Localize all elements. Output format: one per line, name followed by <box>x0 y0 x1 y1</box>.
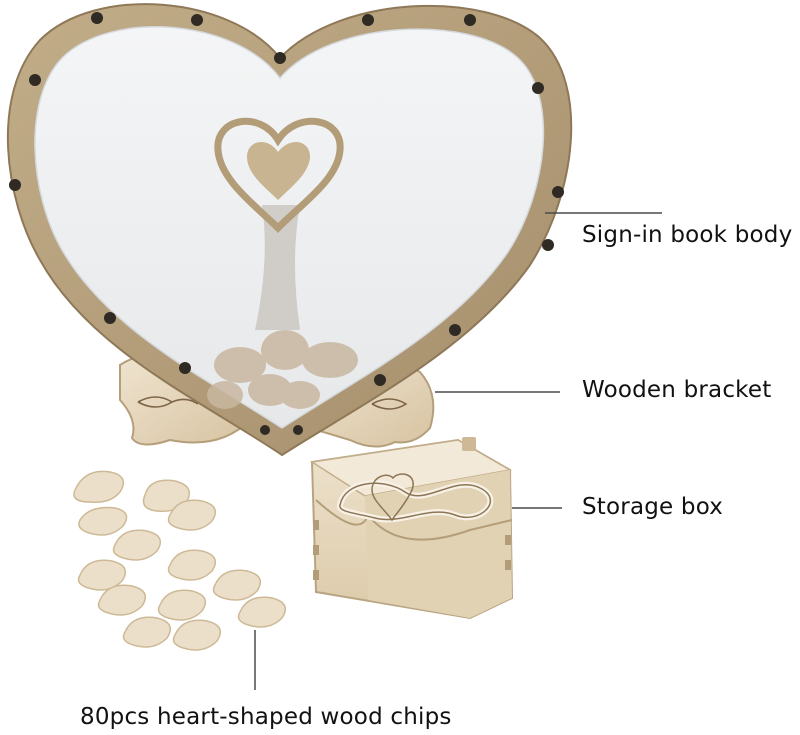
storage-box <box>309 437 514 620</box>
label-wooden-bracket: Wooden bracket <box>582 377 772 403</box>
label-storage-box: Storage box <box>582 494 724 520</box>
sign-in-book-body <box>6 3 573 457</box>
label-sign-in-book-body: Sign-in book body <box>582 222 793 248</box>
wooden-bracket <box>119 352 435 448</box>
wood-chips <box>73 470 287 651</box>
label-wood-chips: 80pcs heart-shaped wood chips <box>80 704 452 730</box>
callout-lines <box>254 212 662 690</box>
